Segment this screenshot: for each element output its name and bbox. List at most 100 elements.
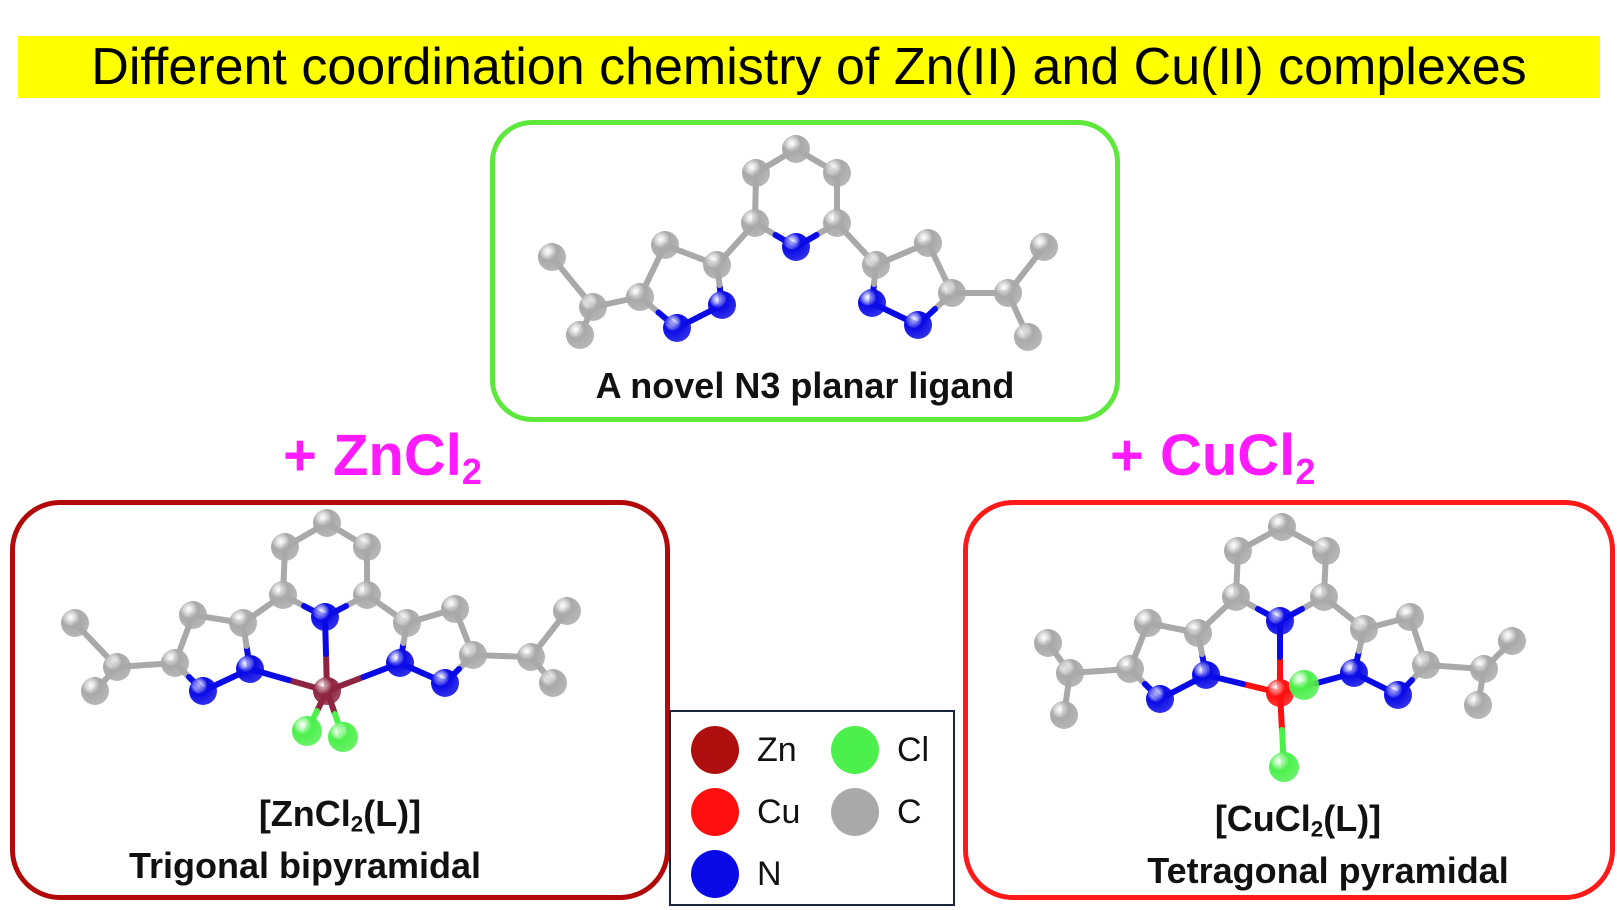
- nitrogen-atom: [1384, 681, 1412, 709]
- carbon-atom: [1498, 627, 1526, 655]
- cu-formula-post: (L)]: [1323, 798, 1382, 839]
- carbon-atom: [914, 229, 942, 257]
- legend-item-n: N: [691, 850, 782, 898]
- carbon-atom: [566, 321, 594, 349]
- nitrogen-atom: [1266, 607, 1294, 635]
- legend-label-c: C: [897, 792, 922, 831]
- c-swatch: [831, 788, 879, 836]
- nitrogen-atom: [1146, 685, 1174, 713]
- nitrogen-atom: [1340, 659, 1368, 687]
- carbon-atom: [393, 609, 421, 637]
- carbon-atom: [81, 677, 109, 705]
- carbon-atom: [1056, 659, 1084, 687]
- cu-complex-panel: [CuCl2(L)] Tetragonal pyramidal: [963, 500, 1615, 900]
- carbon-atom: [742, 159, 770, 187]
- legend-label-n: N: [757, 854, 782, 893]
- ligand-structure: [538, 135, 1058, 351]
- carbon-atom: [1412, 651, 1440, 679]
- nitrogen-atom: [782, 233, 810, 261]
- carbon-atom: [1224, 537, 1252, 565]
- nitrogen-atom: [189, 677, 217, 705]
- carbon-atom: [938, 279, 966, 307]
- ligand-caption: A novel N3 planar ligand: [595, 365, 1015, 406]
- nitrogen-atom: [1192, 661, 1220, 689]
- carbon-atom: [1034, 629, 1062, 657]
- carbon-atom: [271, 533, 299, 561]
- carbon-atom: [651, 231, 679, 259]
- carbon-atom: [1116, 655, 1144, 683]
- carbon-atom: [782, 135, 810, 163]
- carbon-atom: [538, 243, 566, 271]
- carbon-atom: [1470, 655, 1498, 683]
- chlorine-atom: [1289, 670, 1319, 700]
- cl-swatch: [831, 726, 879, 774]
- carbon-atom: [353, 581, 381, 609]
- carbon-atom: [441, 595, 469, 623]
- carbon-atom: [579, 293, 607, 321]
- carbon-atom: [862, 251, 890, 279]
- carbon-atom: [1014, 323, 1042, 351]
- carbon-atom: [1050, 701, 1078, 729]
- nitrogen-atom: [904, 311, 932, 339]
- legend-item-cl: Cl: [831, 726, 929, 774]
- chlorine-atom: [1269, 752, 1299, 782]
- legend-item-cu: Cu: [691, 788, 800, 836]
- carbon-atom: [161, 649, 189, 677]
- nitrogen-atom: [236, 655, 264, 683]
- legend-item-zn: Zn: [691, 726, 797, 774]
- n-swatch: [691, 850, 739, 898]
- carbon-atom: [229, 609, 257, 637]
- zncl2-reagent-label: + ZnCl2: [283, 422, 482, 489]
- carbon-atom: [1350, 615, 1378, 643]
- carbon-atom: [1396, 603, 1424, 631]
- cu-formula: [CuCl2(L)]: [968, 798, 1617, 840]
- cu-complex-structure: [1034, 513, 1526, 782]
- chlorine-atom: [328, 722, 358, 752]
- zn-formula-post: (L)]: [363, 793, 422, 834]
- cu-geometry: Tetragonal pyramidal: [1147, 850, 1509, 891]
- zn-complex-structure: [61, 509, 581, 752]
- metal-atom: [313, 677, 341, 705]
- metal-atom: [1266, 679, 1294, 707]
- carbon-atom: [103, 653, 131, 681]
- carbon-atom: [517, 643, 545, 671]
- carbon-atom: [703, 251, 731, 279]
- title-banner: Different coordination chemistry of Zn(I…: [18, 36, 1600, 98]
- carbon-atom: [353, 533, 381, 561]
- carbon-atom: [1464, 691, 1492, 719]
- carbon-atom: [1030, 233, 1058, 261]
- zncl2-reagent-subscript: 2: [461, 450, 482, 492]
- carbon-atom: [823, 209, 851, 237]
- carbon-atom: [459, 641, 487, 669]
- carbon-atom: [539, 669, 567, 697]
- cu-formula-sub: 2: [1310, 816, 1324, 842]
- zn-complex-panel: [ZnCl2(L)] Trigonal bipyramidal: [10, 500, 670, 900]
- carbon-atom: [1268, 513, 1296, 541]
- carbon-atom: [741, 209, 769, 237]
- carbon-atom: [994, 279, 1022, 307]
- zn-swatch: [691, 726, 739, 774]
- nitrogen-atom: [386, 649, 414, 677]
- zn-geometry: Trigonal bipyramidal: [128, 845, 482, 886]
- zn-formula: [ZnCl2(L)]: [15, 793, 665, 835]
- carbon-atom: [1134, 609, 1162, 637]
- cucl2-reagent-subscript: 2: [1295, 450, 1316, 492]
- carbon-atom: [553, 597, 581, 625]
- carbon-atom: [179, 601, 207, 629]
- legend-label-cu: Cu: [757, 792, 801, 831]
- zn-formula-sub: 2: [350, 811, 364, 837]
- cu-swatch: [691, 788, 739, 836]
- carbon-atom: [1310, 583, 1338, 611]
- nitrogen-atom: [708, 291, 736, 319]
- carbon-atom: [823, 159, 851, 187]
- cucl2-reagent-text: + CuCl: [1110, 423, 1296, 488]
- carbon-atom: [1184, 619, 1212, 647]
- cucl2-reagent-label: + CuCl2: [1110, 422, 1315, 489]
- nitrogen-atom: [663, 314, 691, 342]
- carbon-atom: [269, 581, 297, 609]
- zn-formula-pre: [ZnCl: [258, 793, 351, 834]
- legend-label-cl: Cl: [897, 730, 930, 769]
- element-legend: Zn Cl Cu C N: [669, 710, 955, 906]
- zncl2-reagent-text: + ZnCl: [283, 423, 462, 488]
- carbon-atom: [313, 509, 341, 537]
